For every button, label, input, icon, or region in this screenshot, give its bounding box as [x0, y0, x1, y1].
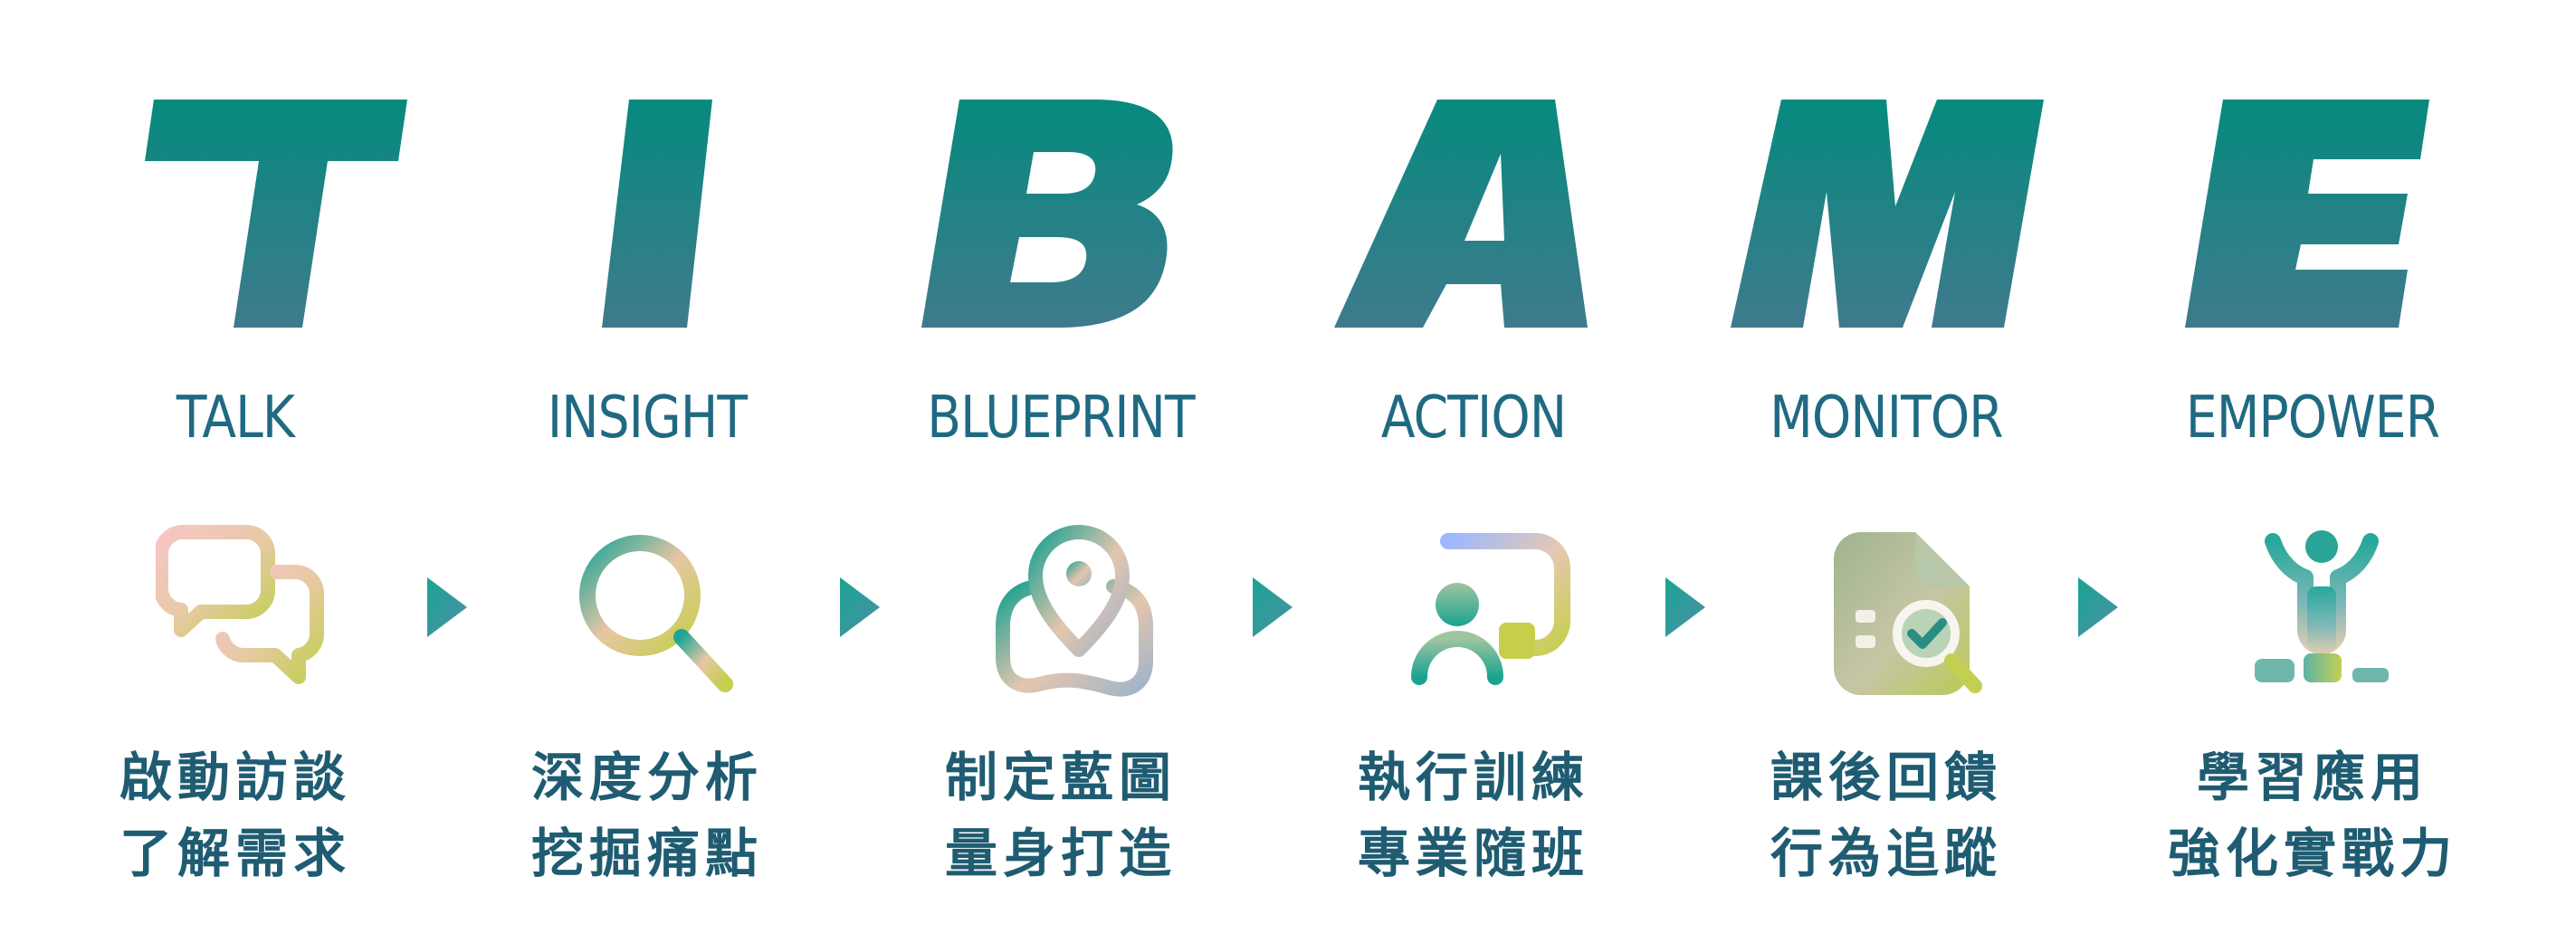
map-pin-icon — [996, 525, 1153, 697]
step-word: INSIGHT — [547, 385, 748, 452]
person-success-icon — [2255, 530, 2389, 682]
step-line1: 執行訓練 — [1357, 747, 1589, 808]
step-line1: 啟動訪談 — [119, 747, 351, 808]
step-line2: 挖掘痛點 — [530, 823, 763, 884]
step-word: BLUEPRINT — [927, 385, 1195, 452]
chat-bubbles-icon — [156, 525, 324, 684]
arrow-right-icon — [427, 577, 467, 637]
arrow-right-icon — [2078, 577, 2118, 637]
step-line2: 強化實戰力 — [2167, 823, 2457, 884]
step-line1: 制定藍圖 — [944, 747, 1177, 808]
step-word: ACTION — [1380, 385, 1567, 452]
document-check-icon — [1834, 532, 1982, 695]
letter-e — [2185, 100, 2429, 328]
step-line2: 了解需求 — [119, 823, 351, 884]
step-word: TALK — [176, 385, 295, 452]
arrow-right-icon — [840, 577, 880, 637]
step-talk: TALK 啟動訪談 了解需求 — [54, 0, 416, 943]
step-line2: 量身打造 — [944, 823, 1177, 884]
letter-i — [602, 100, 712, 328]
step-line1: 課後回饋 — [1770, 747, 2002, 808]
letter-b — [921, 100, 1173, 328]
arrow-right-icon — [1253, 577, 1293, 637]
letter-m — [1731, 100, 2044, 328]
step-monitor: MONITOR 課後回饋 行為追蹤 — [1705, 0, 2067, 943]
step-word: MONITOR — [1770, 385, 2003, 452]
step-insight: INSIGHT 深度分析 挖掘痛點 — [466, 0, 828, 943]
step-word: EMPOWER — [2185, 385, 2440, 452]
step-blueprint: BLUEPRINT 制定藍圖 量身打造 — [880, 0, 1242, 943]
step-line2: 行為追蹤 — [1770, 823, 2002, 884]
step-line1: 深度分析 — [530, 747, 763, 808]
letter-a — [1334, 100, 1588, 328]
magnifier-icon — [579, 535, 733, 692]
arrow-right-icon — [1665, 577, 1705, 637]
letter-t — [145, 100, 407, 328]
trainer-board-icon — [1411, 533, 1570, 685]
step-line1: 學習應用 — [2196, 747, 2428, 808]
step-line2: 專業隨班 — [1357, 823, 1589, 884]
step-empower: EMPOWER 學習應用 強化實戰力 — [2118, 0, 2507, 943]
step-action: ACTION 執行訓練 專業隨班 — [1293, 0, 1655, 943]
